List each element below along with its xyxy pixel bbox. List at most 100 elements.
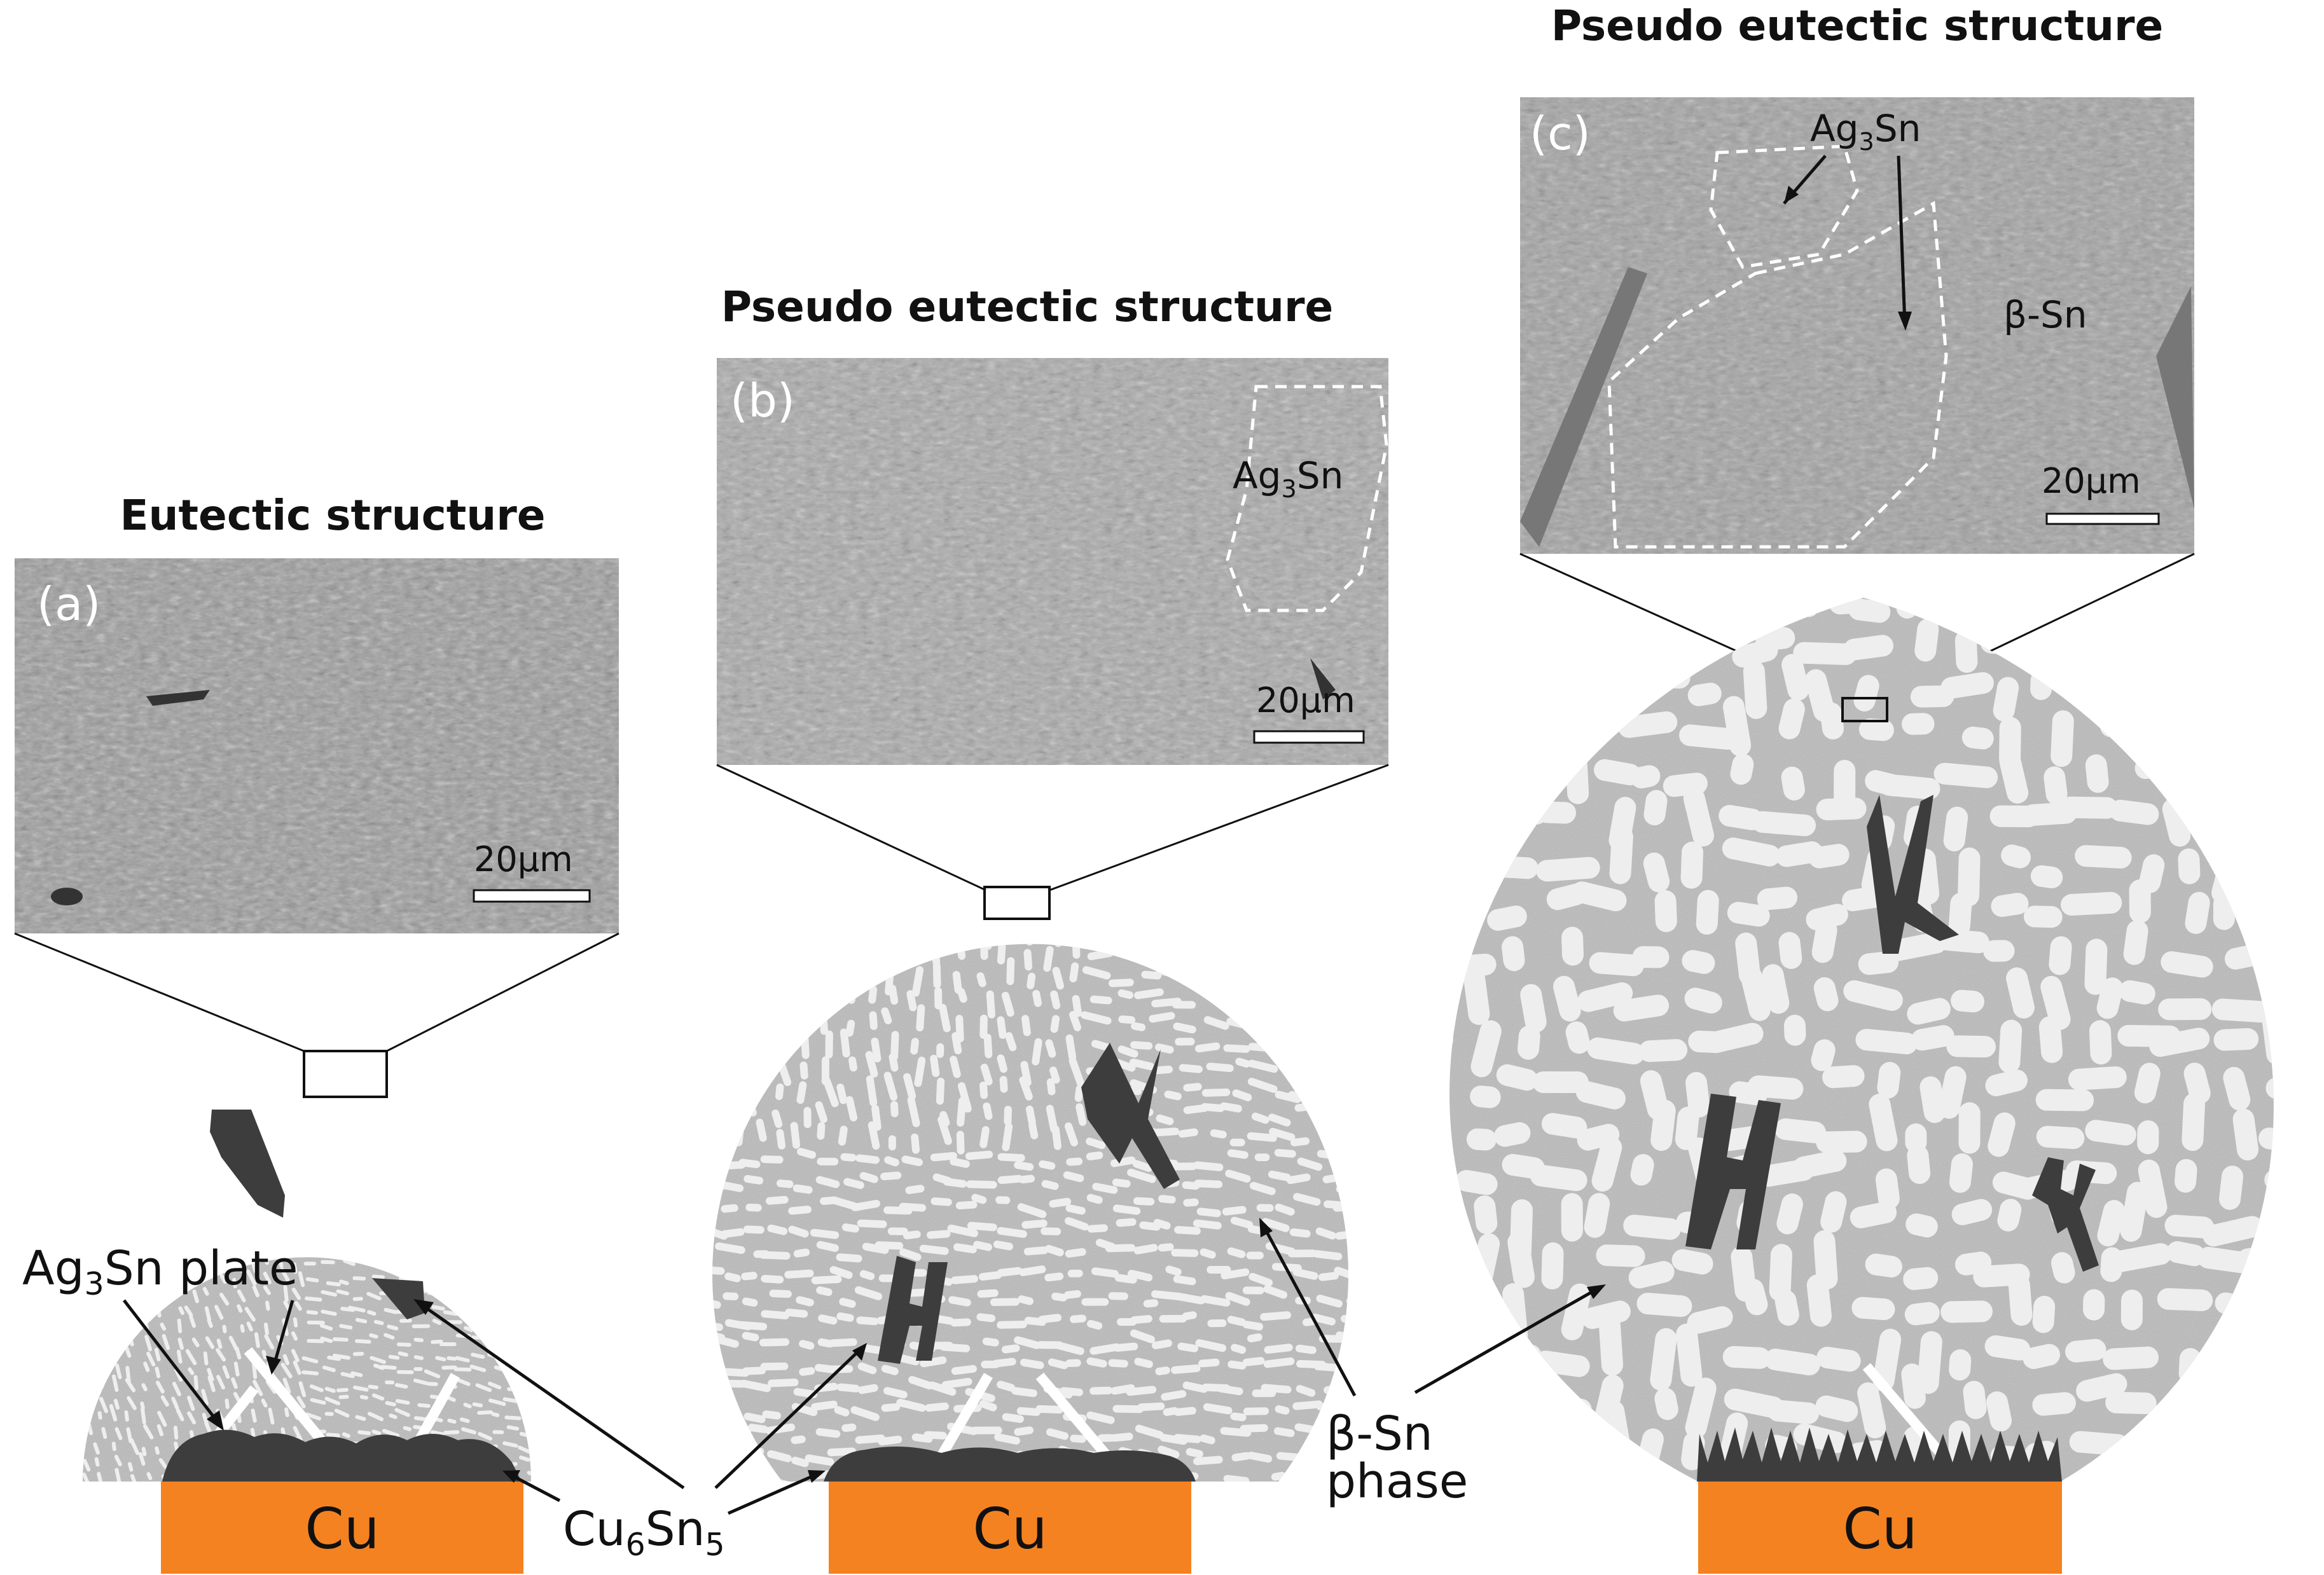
beta-sn-dendrite	[669, 1445, 700, 1459]
beta-sn-dendrite	[1246, 882, 1262, 892]
beta-sn-dendrite	[1858, 718, 1894, 741]
beta-sn-dendrite	[1581, 666, 1642, 692]
beta-sn-dendrite	[2040, 975, 2071, 1030]
beta-sn-dendrite	[1172, 1001, 1196, 1009]
beta-sn-dendrite	[2068, 1066, 2127, 1090]
beta-sn-dendrite	[232, 1277, 237, 1289]
beta-sn-dendrite	[1027, 972, 1036, 989]
cu6sn5-particle-b2	[878, 1256, 948, 1364]
beta-sn-dendrite	[1089, 1343, 1121, 1355]
beta-sn-dendrite	[425, 1050, 443, 1059]
cu6sn5-imc-layer-c	[1697, 1427, 2062, 1482]
beta-sn-dendrite	[174, 1123, 182, 1138]
beta-sn-dendrite	[1217, 1384, 1243, 1396]
beta-sn-dendrite	[155, 1380, 165, 1394]
beta-sn-dendrite	[2166, 1241, 2206, 1267]
beta-sn-dendrite	[1584, 695, 1609, 744]
beta-sn-dendrite	[538, 1004, 553, 1009]
beta-sn-dendrite	[328, 1089, 338, 1094]
beta-sn-dendrite	[321, 1167, 339, 1172]
beta-sn-dendrite	[321, 1063, 333, 1071]
beta-sn-dendrite	[200, 1029, 207, 1045]
beta-sn-dendrite	[291, 1331, 298, 1341]
beta-sn-dendrite	[413, 1379, 429, 1386]
beta-sn-dendrite	[154, 1122, 160, 1140]
beta-sn-dendrite	[939, 1003, 951, 1033]
beta-sn-dendrite	[680, 947, 691, 969]
beta-sn-dendrite	[908, 896, 916, 920]
beta-sn-dendrite	[443, 1092, 454, 1096]
beta-sn-dendrite	[997, 1380, 1015, 1392]
beta-sn-dendrite	[1355, 1193, 1380, 1207]
beta-sn-dendrite	[1311, 1313, 1336, 1326]
beta-sn-dendrite	[474, 1171, 488, 1176]
beta-sn-dendrite	[1231, 1452, 1250, 1462]
beta-sn-dendrite	[473, 1138, 487, 1145]
beta-sn-dendrite	[203, 1214, 210, 1225]
beta-sn-dendrite	[1173, 1434, 1201, 1443]
beta-sn-dendrite	[1020, 825, 1030, 856]
beta-sn-dendrite	[69, 1361, 75, 1377]
beta-sn-dendrite	[218, 1092, 226, 1104]
beta-sn-dendrite	[1367, 1176, 1394, 1185]
beta-sn-dendrite	[478, 1013, 491, 1021]
beta-sn-dendrite	[308, 1063, 325, 1071]
beta-sn-dendrite	[1887, 932, 1947, 961]
beta-sn-dendrite	[805, 1454, 834, 1466]
beta-sn-dendrite	[1999, 751, 2029, 804]
beta-sn-dendrite	[453, 1367, 472, 1372]
beta-sn-dendrite	[71, 1315, 76, 1328]
beta-sn-dendrite	[412, 1001, 426, 1006]
beta-sn-dendrite	[1518, 1025, 1540, 1060]
cu6sn5-particle-a2	[372, 1278, 425, 1319]
beta-sn-dendrite	[841, 944, 853, 969]
beta-sn-dendrite	[123, 1104, 134, 1120]
beta-sn-dendrite	[1654, 1387, 1678, 1420]
beta-sn-dendrite	[2162, 722, 2217, 745]
beta-sn-dendrite	[817, 1157, 839, 1166]
beta-sn-dendrite	[65, 1453, 71, 1467]
beta-sn-dendrite	[1276, 874, 1294, 884]
beta-sn-dendrite	[93, 1118, 104, 1135]
beta-sn-dendrite	[1993, 677, 2019, 722]
beta-sn-dendrite	[1247, 1333, 1262, 1343]
beta-sn-dendrite	[1219, 1102, 1242, 1113]
beta-sn-dendrite	[1083, 930, 1110, 941]
beta-sn-dendrite	[251, 1034, 259, 1046]
beta-sn-dendrite	[1549, 1398, 1592, 1423]
beta-sn-dendrite	[445, 1241, 459, 1249]
beta-sn-dendrite	[1961, 726, 1994, 750]
beta-sn-dendrite	[950, 1056, 961, 1078]
beta-sn-dendrite	[1179, 1064, 1203, 1073]
beta-sn-dendrite	[1046, 1428, 1069, 1440]
beta-sn-dendrite	[941, 1377, 972, 1389]
beta-sn-dendrite	[1774, 1118, 1826, 1143]
beta-sn-dendrite	[2030, 670, 2052, 700]
beta-sn-dendrite	[986, 990, 995, 1019]
callout-ag3sn-plate: Ag3Sn plate	[22, 1241, 298, 1431]
beta-sn-dendrite	[788, 1225, 809, 1238]
beta-sn-dendrite	[539, 1411, 551, 1417]
beta-sn-dendrite	[1194, 884, 1222, 895]
callout-beta-sn-phase: β-Sn phase	[1259, 1218, 1606, 1509]
beta-sn-dendrite	[668, 1332, 695, 1343]
beta-sn-dendrite	[184, 1214, 195, 1230]
beta-sn-dendrite	[1268, 897, 1299, 907]
beta-sn-dendrite	[997, 1153, 1025, 1162]
beta-sn-dendrite	[537, 1303, 548, 1309]
beta-sn-dendrite	[1049, 870, 1062, 897]
beta-sn-dendrite	[886, 895, 901, 920]
beta-sn-dendrite	[357, 1077, 368, 1082]
beta-sn-dendrite	[370, 1356, 386, 1365]
beta-sn-dendrite	[1463, 966, 1490, 1025]
beta-sn-dendrite	[1286, 1173, 1311, 1185]
beta-sn-dendrite	[124, 1045, 135, 1058]
beta-sn-dendrite	[2276, 919, 2302, 979]
beta-sn-dendrite	[746, 1018, 757, 1039]
beta-sn-dendrite	[1355, 1340, 1382, 1351]
beta-sn-dendrite	[1232, 1089, 1252, 1101]
beta-sn-dendrite	[474, 1234, 485, 1239]
beta-sn-dendrite	[293, 1210, 300, 1223]
beta-sn-dendrite	[284, 1181, 291, 1194]
beta-sn-dendrite	[679, 1430, 699, 1440]
